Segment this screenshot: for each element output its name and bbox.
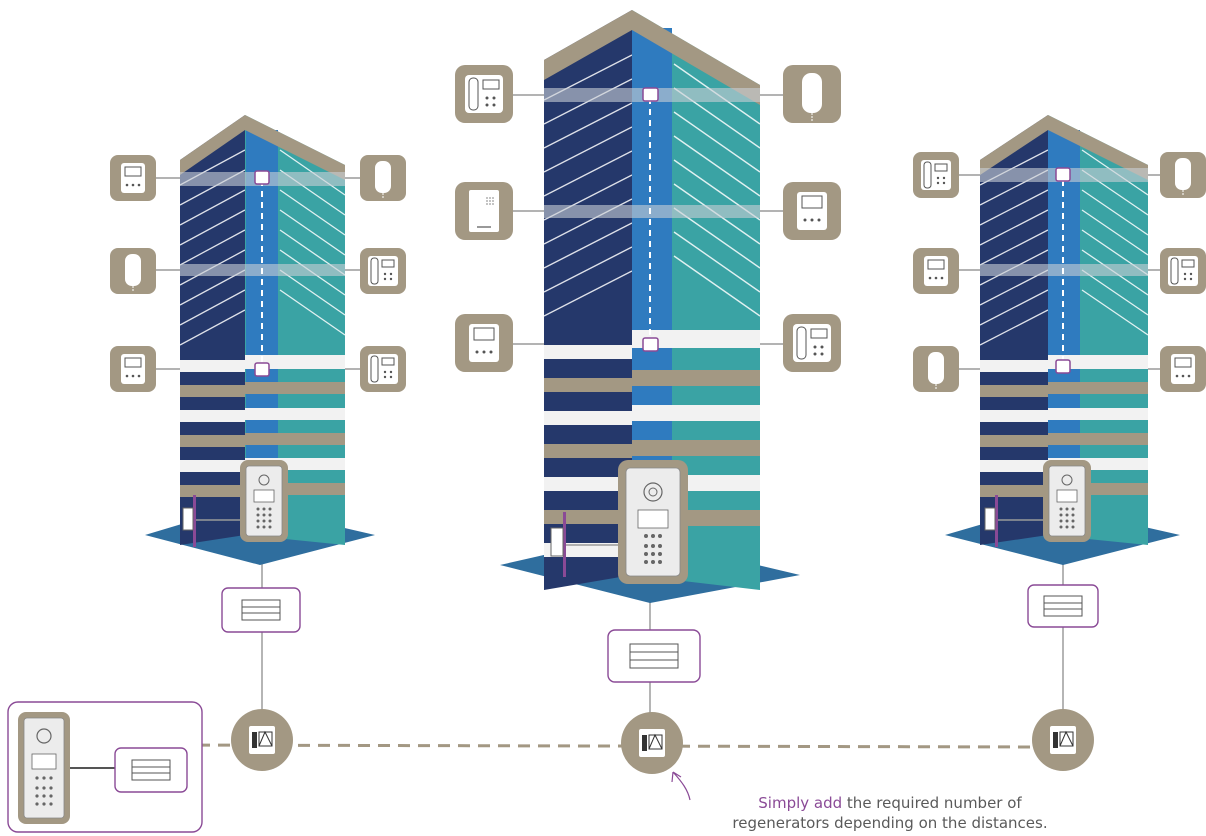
- handset-icon: [360, 155, 406, 201]
- floor-distributors: [254, 87, 1071, 377]
- apartment-devices: [110, 65, 1206, 392]
- handset-icon: [913, 346, 959, 392]
- power-supply-icon: [1027, 584, 1099, 628]
- distributor-icon: [254, 170, 270, 185]
- handset-monitor-icon: [1160, 248, 1206, 294]
- handset-monitor-icon: [360, 248, 406, 294]
- regenerators: [231, 709, 1094, 774]
- caption-highlight: Simply add: [758, 794, 843, 812]
- entrance-panel-icon: [1043, 460, 1091, 542]
- regenerator-caption: Simply add the required number of regene…: [640, 793, 1140, 833]
- distributor-icon: [254, 362, 270, 377]
- entrance-panels: [240, 460, 1091, 584]
- audio-unit-icon: [455, 182, 513, 240]
- video-monitor-icon: [1160, 346, 1206, 392]
- regenerator-icon: [621, 712, 683, 774]
- video-monitor-icon: [913, 248, 959, 294]
- caption-line-2: regenerators depending on the distances.: [732, 814, 1048, 832]
- handset-icon: [783, 65, 841, 123]
- entrance-panel-icon: [618, 460, 688, 584]
- distributor-icon: [642, 337, 659, 352]
- handset-monitor-icon: [360, 346, 406, 392]
- door-lock-icon: [550, 512, 622, 577]
- power-supply-icon: [221, 587, 301, 633]
- video-monitor-icon: [110, 155, 156, 201]
- door-lock-icon: [182, 495, 245, 547]
- video-monitor-icon: [110, 346, 156, 392]
- power-supplies: [221, 584, 1099, 683]
- door-lock-icon: [984, 495, 1047, 547]
- pointer-arrow: [671, 771, 691, 801]
- handset-icon: [1160, 152, 1206, 198]
- caption-line-1-rest: the required number of: [842, 794, 1022, 812]
- handset-monitor-icon: [913, 152, 959, 198]
- regenerator-icon: [1032, 709, 1094, 771]
- distributor-icon: [1055, 359, 1071, 374]
- video-monitor-icon: [783, 182, 841, 240]
- handset-monitor-icon: [783, 314, 841, 372]
- caption-line-1: Simply add the required number of: [640, 793, 1140, 813]
- regenerator-icon: [231, 709, 293, 771]
- entrance-panel-icon: [240, 460, 288, 542]
- power-supply-icon: [607, 629, 701, 683]
- handset-icon: [110, 248, 156, 294]
- handset-monitor-icon: [455, 65, 513, 123]
- door-locks: [182, 495, 1047, 577]
- distributor-icon: [642, 87, 659, 102]
- power-supply-icon: [114, 747, 188, 793]
- distributor-icon: [1055, 167, 1071, 182]
- main-entrance-box: [7, 701, 203, 833]
- regenerator-link: [157, 743, 1041, 749]
- middle-building: [500, 10, 800, 603]
- video-monitor-icon: [455, 314, 513, 372]
- entrance-panel-icon: [18, 712, 70, 824]
